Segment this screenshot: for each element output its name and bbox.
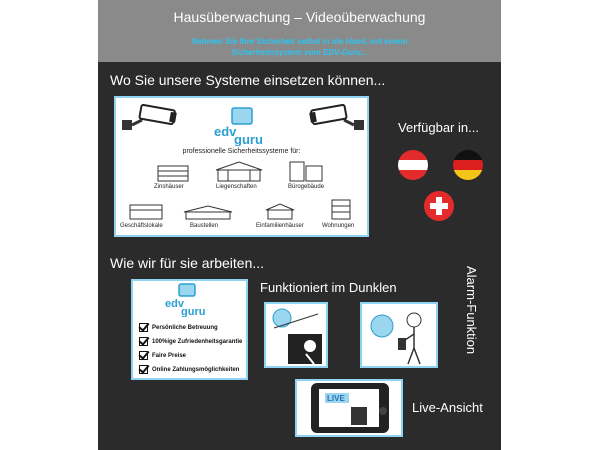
building-shop-icon [129, 204, 163, 220]
building-label: Liegenschaften [216, 184, 257, 190]
alarm-scene-icon [370, 312, 422, 365]
building-label: Zinshäuser [154, 184, 184, 190]
building-label: Einfamilienhäuser [256, 223, 304, 229]
live-view-label: Live-Ansicht [412, 400, 483, 415]
checkbox-checked-icon [139, 351, 148, 360]
services-checklist-card: edv guru Persönliche Betreuung 100%ige Z… [131, 279, 248, 380]
night-scene-icon [272, 308, 322, 365]
svg-text:LIVE: LIVE [327, 394, 345, 403]
building-zinshaus-icon [157, 165, 189, 182]
germany-flag-icon [453, 150, 483, 180]
page-title: Hausüberwachung – Videoüberwachung [173, 9, 426, 25]
checklist-item: Faire Preise [139, 351, 186, 360]
austria-flag-icon [398, 150, 428, 180]
building-label: Wohnungen [322, 223, 355, 229]
section-heading-how: Wie wir für sie arbeiten... [110, 255, 265, 271]
dark-function-label: Funktioniert im Dunklen [260, 280, 397, 295]
building-label: Geschäftslokale [120, 223, 163, 229]
edv-guru-logo-icon: edv guru [165, 283, 205, 317]
checkbox-checked-icon [139, 323, 148, 332]
svg-text:edv: edv [165, 298, 185, 310]
building-label: Bürogebäude [288, 184, 325, 190]
live-view-image: LIVE [295, 379, 403, 437]
checkbox-checked-icon [139, 337, 148, 346]
checklist-item: 100%ige Zufriedenheitsgarantie [139, 337, 242, 346]
checklist-item: Online Zahlungsmöglichkeiten [139, 365, 239, 374]
page-subtitle: Nehmen Sie Ihre Sicherheit selbst in die… [191, 37, 408, 57]
svg-text:edv: edv [214, 124, 237, 139]
edv-guru-logo-icon: edv guru [214, 107, 263, 146]
security-camera-left-icon [122, 104, 177, 130]
building-apartment-icon [331, 199, 351, 220]
available-in-label: Verfügbar in... [398, 120, 479, 135]
checkbox-checked-icon [139, 365, 148, 374]
tablet-live-icon: LIVE [311, 383, 389, 433]
svg-text:guru: guru [234, 132, 263, 146]
building-liegenschaft-icon [215, 161, 263, 182]
usage-whiteboard-image: edv guru professionelle Sicherheitssyste… [114, 96, 369, 237]
building-house-icon [265, 203, 295, 220]
building-label: Baustellen [190, 223, 219, 229]
security-camera-right-icon [309, 104, 364, 130]
board-tagline: professionelle Sicherheitssysteme für: [182, 148, 301, 155]
section-heading-usage: Wo Sie unsere Systeme einsetzen können..… [110, 72, 386, 88]
svg-text:guru: guru [181, 306, 205, 317]
header-banner: Hausüberwachung – Videoüberwachung Nehme… [98, 0, 501, 62]
switzerland-flag-icon [424, 191, 454, 221]
alarm-function-image [360, 302, 438, 368]
content-panel: Hausüberwachung – Videoüberwachung Nehme… [98, 0, 501, 450]
alarm-function-label: Alarm-Funktion [464, 266, 479, 355]
night-vision-image [264, 302, 328, 368]
checklist-item: Persönliche Betreuung [139, 323, 218, 332]
building-office-icon [289, 161, 323, 182]
building-construction-icon [183, 205, 233, 220]
